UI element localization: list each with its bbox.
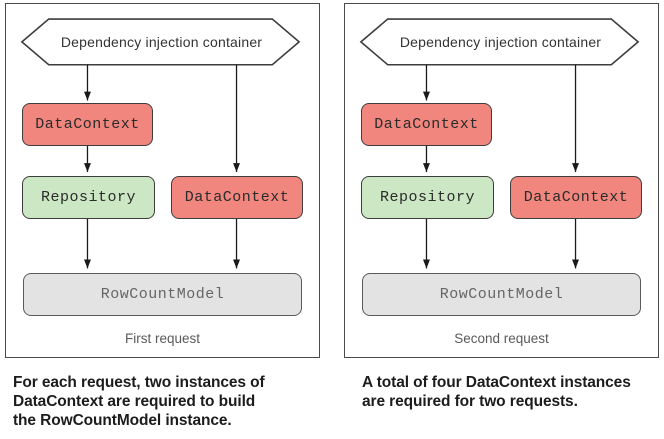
datacontext-node-1: DataContext [361,103,492,146]
container-label: Dependency injection container [399,34,602,50]
dependency-container-hexagon [20,18,301,66]
panel-second-request: Dependency injection container DataConte… [344,3,659,358]
request-label: First request [124,331,201,346]
caption-first-request: For each request, two instances of DataC… [13,374,265,429]
datacontext-node-2: DataContext [510,176,642,219]
panel-first-request: Dependency injection container DataConte… [5,3,320,358]
repository-node: Repository [361,176,494,219]
rowcountmodel-node: RowCountModel [23,273,302,316]
caption-second-request: A total of four DataContext instances ar… [362,374,631,410]
datacontext-node-1: DataContext [22,103,153,146]
wires-and-hexagon-layer [359,18,640,269]
wires-and-hexagon-layer [20,18,301,269]
datacontext-node-2: DataContext [171,176,303,219]
container-label: Dependency injection container [60,34,263,50]
request-label: Second request [454,331,549,346]
dependency-container-hexagon [359,18,640,66]
repository-node: Repository [22,176,155,219]
rowcountmodel-node: RowCountModel [362,273,641,316]
